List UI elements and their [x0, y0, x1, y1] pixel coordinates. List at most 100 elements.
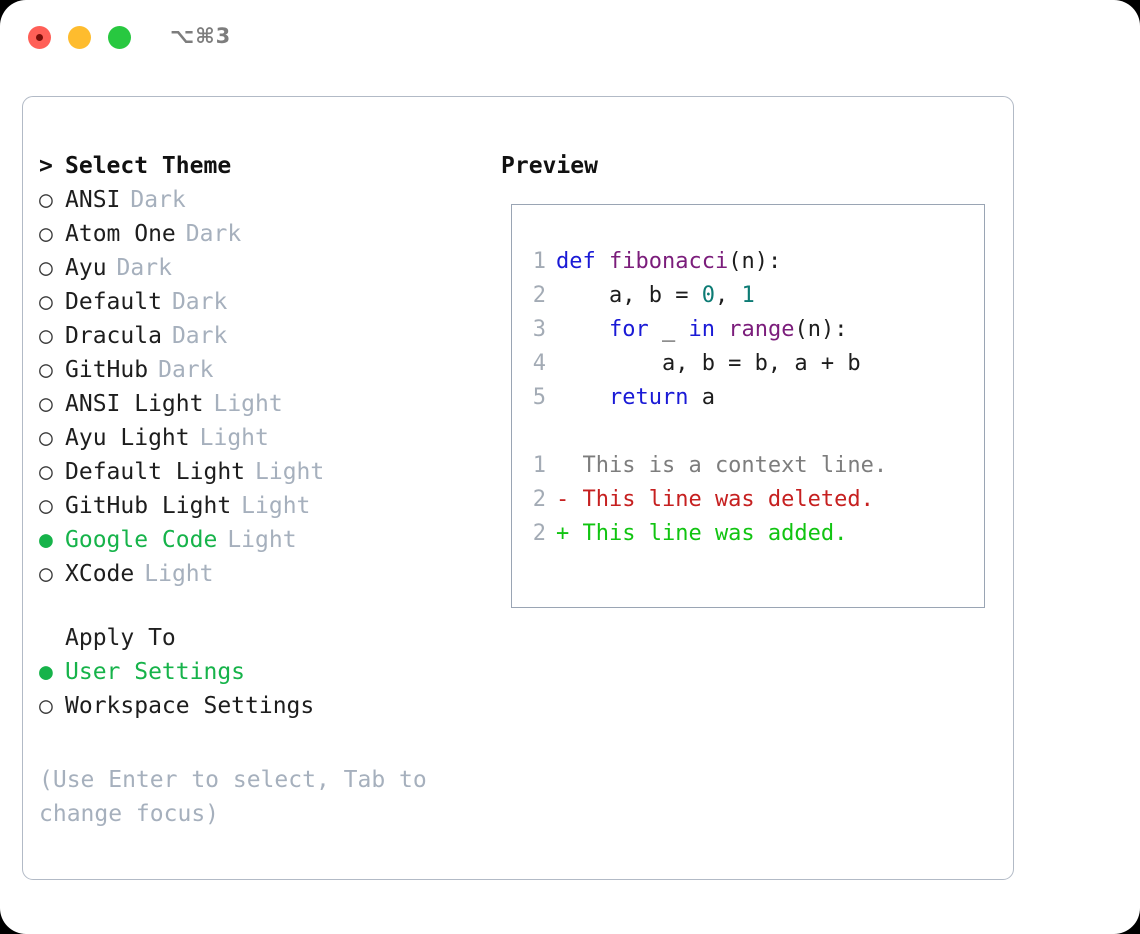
option-label: Ayu: [65, 255, 107, 281]
code-token: _: [648, 317, 689, 342]
theme-option-github-light[interactable]: ○ GitHub Light Light: [39, 489, 499, 523]
option-variant-badge: Dark: [185, 221, 242, 247]
code-line: 3 for _ in range(n):: [524, 313, 887, 347]
code-token: fibonacci: [608, 249, 729, 274]
option-label: Default: [65, 289, 162, 315]
diff-line: 1 This is a context line.: [524, 449, 887, 483]
theme-option-ansi-light[interactable]: ○ ANSI Light Light: [39, 387, 499, 421]
option-label: Dracula: [65, 323, 162, 349]
radio-unselected-icon: ○: [39, 289, 53, 315]
option-label: Default Light: [65, 459, 246, 485]
section-spacer: [39, 591, 499, 621]
option-variant-badge: Light: [213, 391, 283, 417]
radio-unselected-icon: ○: [39, 693, 53, 719]
option-variant-badge: Dark: [116, 255, 172, 281]
keyboard-hint-text: (Use Enter to select, Tab to change focu…: [39, 767, 427, 827]
traffic-lights: [28, 26, 131, 49]
code-token: 1: [741, 283, 755, 308]
option-variant-badge: Light: [199, 425, 269, 451]
option-label: Workspace Settings: [65, 693, 315, 719]
apply-to-header-label: Apply To: [65, 625, 176, 651]
code-token: (n):: [728, 249, 782, 274]
option-label: ANSI Light: [65, 391, 204, 417]
theme-option-default-light[interactable]: ○ Default Light Light: [39, 455, 499, 489]
code-token: in: [688, 317, 715, 342]
preview-title: Preview: [501, 153, 598, 179]
radio-unselected-icon: ○: [39, 255, 53, 281]
apply-option-workspace-settings[interactable]: ○ Workspace Settings: [39, 689, 499, 723]
code-token: def: [556, 249, 609, 274]
theme-option-xcode[interactable]: ○ XCode Light: [39, 557, 499, 591]
line-number: 3: [532, 317, 546, 342]
option-label: GitHub Light: [65, 493, 232, 519]
option-variant-badge: Dark: [171, 323, 228, 349]
title-bar: ⌥⌘3: [0, 0, 1140, 78]
radio-unselected-icon: ○: [39, 221, 53, 247]
line-number: 2: [532, 283, 546, 308]
apply-to-marker-placeholder: ○: [39, 621, 65, 655]
radio-selected-icon: ●: [39, 527, 53, 553]
code-line: 4 a, b = b, a + b: [524, 347, 887, 381]
code-token: + This line was added.: [556, 521, 848, 546]
radio-selected-icon: ●: [39, 659, 53, 685]
option-label: Ayu Light: [65, 425, 190, 451]
line-number: 4: [532, 351, 546, 376]
code-token: a: [688, 385, 715, 410]
radio-unselected-icon: ○: [39, 561, 53, 587]
apply-option-user-settings[interactable]: ● User Settings: [39, 655, 499, 689]
radio-unselected-icon: ○: [39, 357, 53, 383]
option-variant-badge: Light: [255, 459, 325, 485]
code-token: [715, 317, 728, 342]
keyboard-shortcut-label: ⌥⌘3: [170, 24, 232, 48]
close-window-button[interactable]: [28, 26, 51, 49]
maximize-window-button[interactable]: [108, 26, 131, 49]
option-label: ANSI: [65, 187, 121, 213]
theme-option-ayu-light[interactable]: ○ Ayu Light Light: [39, 421, 499, 455]
option-label: User Settings: [65, 659, 246, 685]
code-token: 0: [701, 283, 715, 308]
apply-to-list: ● User Settings ○ Workspace Settings: [39, 655, 499, 723]
option-variant-badge: Light: [144, 561, 214, 587]
option-label: Atom One: [65, 221, 176, 247]
radio-unselected-icon: ○: [39, 391, 53, 417]
code-line: 1 def fibonacci(n):: [524, 245, 887, 279]
theme-option-google-code[interactable]: ● Google Code Light: [39, 523, 499, 557]
select-theme-header-label: Select Theme: [65, 153, 232, 179]
line-number: 1: [532, 453, 546, 478]
theme-option-atom-one[interactable]: ○ Atom One Dark: [39, 217, 499, 251]
select-theme-header: > Select Theme: [39, 149, 499, 183]
minimize-window-button[interactable]: [68, 26, 91, 49]
code-line: 5 return a: [524, 381, 887, 415]
line-number: 1: [532, 249, 546, 274]
theme-option-ayu[interactable]: ○ Ayu Dark: [39, 251, 499, 285]
option-variant-badge: Light: [241, 493, 311, 519]
radio-unselected-icon: ○: [39, 459, 53, 485]
radio-unselected-icon: ○: [39, 187, 53, 213]
code-token: [556, 385, 609, 410]
radio-unselected-icon: ○: [39, 425, 53, 451]
diff-line: 2+ This line was added.: [524, 517, 887, 551]
line-number: 5: [532, 385, 546, 410]
code-token: a, b = b, a + b: [556, 351, 861, 376]
option-label: XCode: [65, 561, 135, 587]
code-token: ,: [714, 283, 742, 308]
option-variant-badge: Light: [227, 527, 297, 553]
prompt-caret-icon: >: [39, 153, 53, 179]
radio-unselected-icon: ○: [39, 493, 53, 519]
code-token: range: [728, 317, 795, 342]
option-variant-badge: Dark: [158, 357, 214, 383]
code-token: for: [608, 317, 649, 342]
option-label: Google Code: [65, 527, 218, 553]
diff-line: 2- This line was deleted.: [524, 483, 887, 517]
